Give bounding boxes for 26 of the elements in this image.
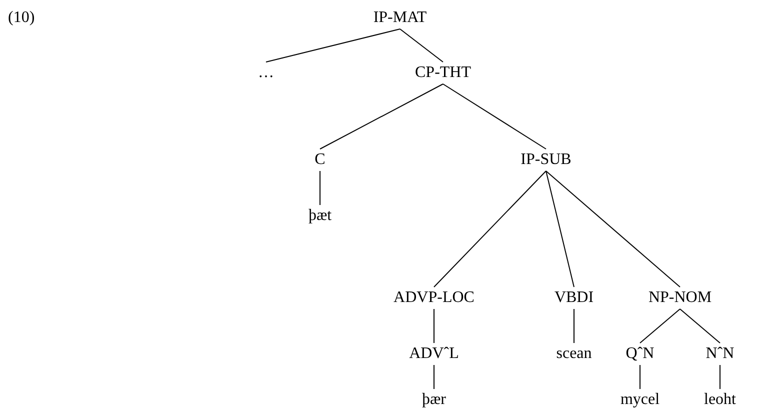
tree-node-label: þær xyxy=(422,392,446,408)
example-number: (10) xyxy=(8,10,35,26)
tree-branch-line xyxy=(266,28,400,62)
tree-node-label: … xyxy=(258,65,274,81)
tree-node-label: IP-MAT xyxy=(373,10,427,26)
tree-branch-line xyxy=(640,308,680,344)
tree-branch-line xyxy=(546,170,680,288)
tree-node-label: NP-NOM xyxy=(648,290,712,306)
tree-branch-line xyxy=(320,84,444,150)
tree-node-label: C xyxy=(314,152,326,168)
tree-node-label: VBDI xyxy=(554,290,594,306)
tree-node-label: leoht xyxy=(704,392,736,408)
tree-node-label: ADVP-LOC xyxy=(394,290,474,306)
tree-node-label: scean xyxy=(556,346,592,362)
tree-node-label: ADVˆL xyxy=(409,346,459,362)
tree-branch-line xyxy=(400,28,444,62)
tree-node-label: IP-SUB xyxy=(520,152,572,168)
tree-node-label: CP-THT xyxy=(415,65,471,81)
tree-node-label: QˆN xyxy=(626,346,654,362)
tree-node-label: þæt xyxy=(308,208,332,224)
tree-branch-line xyxy=(680,308,720,344)
tree-branch-line xyxy=(442,84,546,150)
tree-branch-line xyxy=(434,170,546,288)
tree-branch-line xyxy=(546,170,574,288)
tree-node-label: NˆN xyxy=(706,346,734,362)
tree-node-label: mycel xyxy=(620,392,660,408)
